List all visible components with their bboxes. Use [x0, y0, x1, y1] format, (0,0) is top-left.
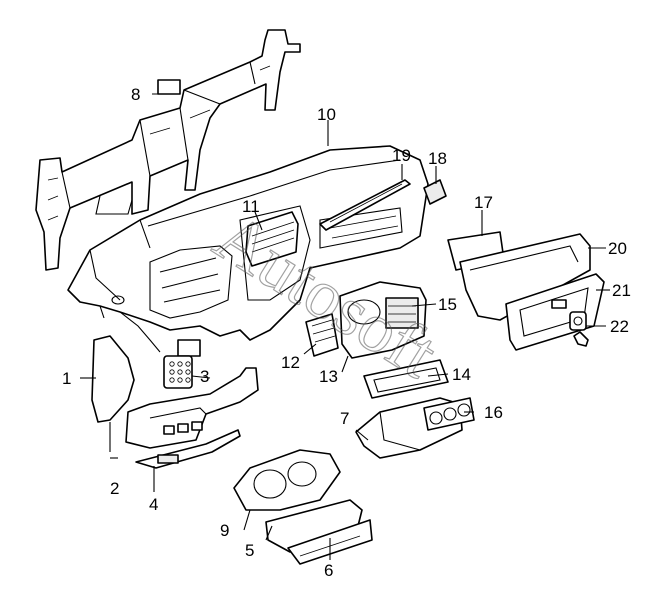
climate-control-knobs: [423, 397, 475, 431]
callout-2: 2: [110, 479, 119, 498]
instrument-cluster-housing: [233, 449, 341, 511]
callout-22: 22: [610, 317, 629, 336]
small-vent-cover: [423, 179, 447, 205]
callout-15: 15: [438, 295, 457, 314]
radio-bezel: [363, 359, 449, 399]
callout-20: 20: [608, 239, 627, 258]
callout-6: 6: [324, 561, 333, 580]
callout-5: 5: [245, 541, 254, 560]
center-air-vent: [245, 211, 299, 267]
left-side-panel: [91, 335, 135, 423]
center-console-housing: [339, 281, 427, 359]
callout-18: 18: [428, 149, 447, 168]
callout-21: 21: [612, 281, 631, 300]
callout-10: 10: [317, 105, 336, 124]
callout-9: 9: [220, 521, 229, 540]
callout-19: 19: [392, 146, 411, 165]
callout-16: 16: [484, 403, 503, 422]
lower-trim-panel: [125, 367, 259, 449]
callout-17: 17: [474, 193, 493, 212]
lower-tray: [135, 429, 241, 469]
callout-7: 7: [340, 409, 349, 428]
glove-box-assembly: [447, 231, 605, 351]
callout-13: 13: [319, 367, 338, 386]
defroster-grille-strip: [319, 179, 411, 231]
callout-1: 1: [62, 369, 71, 388]
glove-box-lock-and-key: [569, 311, 589, 347]
leader-lines: [80, 93, 610, 560]
callout-3: 3: [200, 367, 209, 386]
callout-8: 8: [131, 85, 140, 104]
callout-4: 4: [149, 495, 158, 514]
callout-14: 14: [452, 365, 471, 384]
callout-11: 11: [242, 197, 260, 216]
callout-labels: 1 2 3 4 5 6 7 8 9 10 11 12 13 14 15 16 1…: [62, 85, 631, 580]
switch-block: [163, 355, 193, 389]
callout-12: 12: [281, 353, 300, 372]
support-beam-frame: [35, 29, 301, 271]
